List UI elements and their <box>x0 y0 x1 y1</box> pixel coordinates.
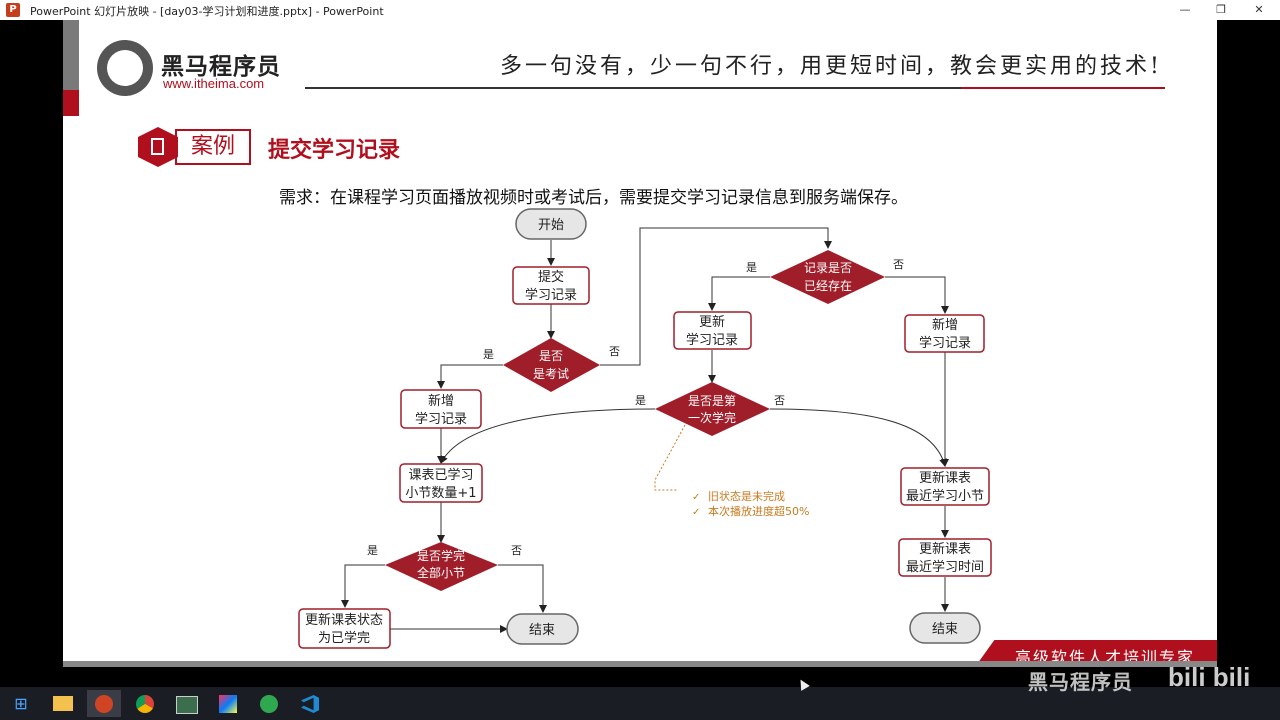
update-latest-time-label-1: 更新课表 <box>919 541 971 557</box>
first-complete-label-2: 一次学完 <box>688 410 736 425</box>
start-label: 开始 <box>538 218 564 233</box>
start-menu-icon[interactable]: ⊞ <box>14 694 28 713</box>
update-record-label-2: 学习记录 <box>686 332 738 348</box>
letterbox-right <box>1217 20 1280 667</box>
end-right-node <box>909 612 981 644</box>
requirement-text: 需求：在课程学习页面播放视频时或考试后，需要提交学习记录信息到服务端保存。 <box>279 188 908 208</box>
update-latest-section-label-2: 最近学习小节 <box>906 488 984 504</box>
is-exam-decision <box>503 338 600 392</box>
update-status-node <box>298 608 391 649</box>
brand-url: www.itheima.com <box>163 76 265 91</box>
is-exam-no: 否 <box>609 345 620 358</box>
update-latest-section-node <box>900 467 990 506</box>
record-exists-yes: 是 <box>746 261 757 274</box>
new-record-left-label-1: 新增 <box>428 393 454 409</box>
record-exists-decision <box>770 250 885 304</box>
windows-taskbar: ⊞ <box>0 687 1280 720</box>
update-record-node <box>673 311 752 350</box>
note-check-1: ✓ <box>692 492 700 503</box>
flowchart: 开始 提交 学习记录 是否 是考试 是 否 记录是否 已经存在 是 否 更新 学… <box>298 208 992 649</box>
submit-label-2: 学习记录 <box>525 287 577 303</box>
first-complete-yes: 是 <box>635 394 646 407</box>
bilibili-logo: bili bili <box>1168 662 1251 692</box>
lessons-count-node <box>399 463 483 503</box>
note-connector <box>654 424 686 491</box>
end-right-label: 结束 <box>932 622 958 637</box>
slogan-underline <box>305 87 1165 89</box>
file-explorer-icon[interactable] <box>46 690 80 717</box>
restore-button[interactable]: ❐ <box>1216 3 1226 16</box>
all-done-decision <box>385 542 498 591</box>
watermark-text: 黑马程序员 <box>1028 670 1133 694</box>
end-left-node <box>506 613 579 645</box>
first-complete-decision <box>655 382 770 436</box>
end-left-label: 结束 <box>529 623 555 638</box>
all-done-label-2: 全部小节 <box>417 565 465 580</box>
close-button[interactable]: ✕ <box>1254 3 1264 16</box>
window-title: PowerPoint 幻灯片放映 - [day03-学习计划和进度.pptx] … <box>30 5 384 18</box>
start-node <box>515 208 587 240</box>
document-icon <box>138 127 178 167</box>
update-latest-time-node <box>898 538 992 577</box>
brand-logo-icon <box>97 40 153 96</box>
new-record-left-label-2: 学习记录 <box>415 411 467 427</box>
powerpoint-app-icon: P <box>6 3 20 17</box>
brand-name: 黑马程序员 <box>161 54 281 80</box>
update-status-label-1: 更新课表状态 <box>305 612 383 628</box>
update-latest-time-label-2: 最近学习时间 <box>906 559 984 575</box>
new-record-left-node <box>400 389 482 429</box>
case-title: 提交学习记录 <box>268 138 401 163</box>
chrome-icon[interactable] <box>128 690 162 717</box>
submit-record-node <box>512 266 590 305</box>
is-exam-label-2: 是考试 <box>533 366 569 381</box>
update-latest-section-label-1: 更新课表 <box>919 470 971 486</box>
note-line-1: 旧状态是未完成 <box>708 489 785 503</box>
hbuilder-icon[interactable] <box>252 690 286 717</box>
slide-bottom-edge <box>63 661 1217 667</box>
window-titlebar: P PowerPoint 幻灯片放映 - [day03-学习计划和进度.pptx… <box>0 0 1280 21</box>
lessons-count-label-2: 小节数量+1 <box>405 486 476 501</box>
case-label: 案例 <box>175 129 251 165</box>
record-exists-label-2: 已经存在 <box>804 279 852 293</box>
header-red-strip <box>63 90 79 116</box>
record-exists-no: 否 <box>893 258 904 271</box>
slide-canvas[interactable]: 黑马程序员 www.itheima.com 多一句没有，少一句不行，用更短时间，… <box>63 20 1217 667</box>
letterbox-left <box>0 20 63 667</box>
note-line-2: 本次播放进度超50% <box>708 504 809 518</box>
minimize-button[interactable]: — <box>1179 3 1191 16</box>
record-exists-label-1: 记录是否 <box>804 261 852 275</box>
lessons-count-label-1: 课表已学习 <box>408 467 473 483</box>
screen-recorder-icon[interactable] <box>170 690 204 717</box>
intellij-icon[interactable] <box>211 690 245 717</box>
header-grey-strip <box>63 20 79 90</box>
update-record-label-1: 更新 <box>699 314 725 330</box>
new-record-right-label-2: 学习记录 <box>919 335 971 351</box>
is-exam-label-1: 是否 <box>539 349 563 363</box>
submit-label-1: 提交 <box>538 269 564 285</box>
update-status-label-2: 为已学完 <box>318 630 370 646</box>
slogan: 多一句没有，少一句不行，用更短时间，教会更实用的技术! <box>500 54 1162 79</box>
powerpoint-taskbar-icon[interactable] <box>87 690 121 717</box>
new-record-right-node <box>904 314 985 353</box>
new-record-right-label-1: 新增 <box>932 317 958 333</box>
all-done-label-1: 是否学完 <box>417 548 465 563</box>
all-done-yes: 是 <box>367 544 378 557</box>
first-complete-label-1: 是否是第 <box>688 394 736 408</box>
all-done-no: 否 <box>511 544 522 557</box>
is-exam-yes: 是 <box>483 348 494 361</box>
slogan-underline-accent <box>961 87 1165 89</box>
vscode-icon[interactable] <box>293 690 327 717</box>
note-check-2: ✓ <box>692 507 700 518</box>
first-complete-no: 否 <box>774 394 785 407</box>
